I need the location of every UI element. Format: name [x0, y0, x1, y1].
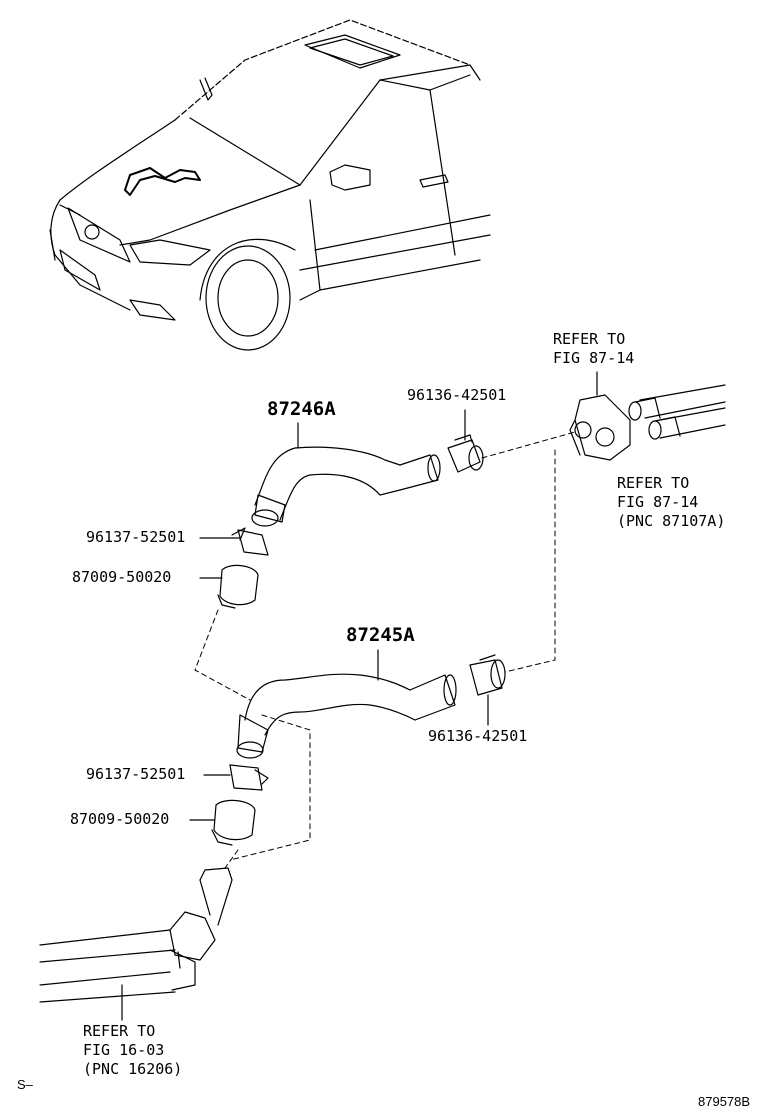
top-right-connector — [570, 372, 725, 460]
part-number-96137-upper[interactable]: 96137-52501 — [86, 528, 186, 546]
clamp-upper-left — [200, 528, 268, 608]
clamp-lower-left — [190, 765, 268, 845]
clamp-lower-right — [470, 655, 505, 725]
part-number-87009-lower[interactable]: 87009-50020 — [70, 810, 170, 828]
fig-ref-label-right: FIG 87-14 — [617, 493, 699, 511]
pnc-label-right: (PNC 87107A) — [617, 512, 726, 530]
part-number-87245a[interactable]: 87245A — [346, 624, 415, 646]
part-number-87009-upper[interactable]: 87009-50020 — [72, 568, 172, 586]
part-number-96136-upper[interactable]: 96136-42501 — [407, 386, 507, 404]
clamp-upper-right — [448, 410, 483, 472]
car-illustration — [50, 20, 490, 350]
fig-ref-label-top: FIG 87-14 — [553, 349, 635, 367]
connection-lines — [195, 432, 575, 868]
hose-87245a — [237, 650, 456, 758]
corner-mark: S– — [17, 1077, 33, 1092]
refer-to-label-right: REFER TO — [617, 474, 690, 492]
part-number-87246a[interactable]: 87246A — [267, 398, 336, 420]
pnc-label-bottom: (PNC 16206) — [83, 1060, 183, 1078]
figure-id: 879578B — [698, 1094, 751, 1109]
refer-to-label-top: REFER TO — [553, 330, 626, 348]
part-number-96137-lower[interactable]: 96137-52501 — [86, 765, 186, 783]
hose-87246a — [252, 423, 440, 526]
refer-to-label-bottom: REFER TO — [83, 1022, 156, 1040]
fig-ref-label-bottom: FIG 16-03 — [83, 1041, 165, 1059]
part-number-96136-lower[interactable]: 96136-42501 — [428, 727, 528, 745]
bottom-pipe-assembly — [40, 868, 232, 1020]
